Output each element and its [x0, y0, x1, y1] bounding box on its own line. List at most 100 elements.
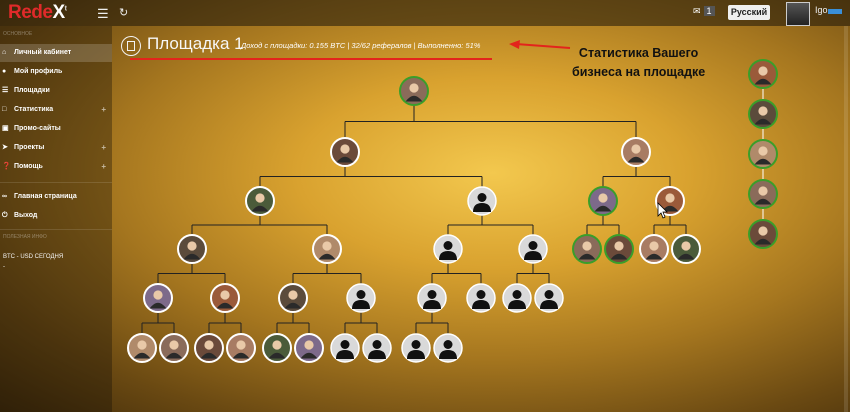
sidebar-item-home-page[interactable]: ∞Главная страница	[0, 188, 112, 206]
tree-node[interactable]	[278, 283, 308, 313]
empty-user-icon	[524, 241, 542, 260]
sidebar-item-projects[interactable]: ➤ Проекты +	[0, 139, 112, 157]
sidebar-divider	[0, 229, 112, 230]
expand-icon[interactable]: +	[101, 105, 106, 114]
user-photo-icon	[200, 340, 218, 359]
user-photo-icon	[183, 241, 201, 260]
sidebar-item-platforms[interactable]: ☰ Площадки	[0, 82, 112, 100]
user-photo-icon	[300, 340, 318, 359]
user-photo-icon	[610, 241, 628, 260]
user-photo-icon	[754, 66, 772, 85]
tree-node[interactable]	[346, 283, 376, 313]
connector	[586, 215, 620, 235]
user-photo-icon	[216, 290, 234, 309]
expand-icon[interactable]: +	[101, 162, 106, 171]
tree-node[interactable]	[671, 234, 701, 264]
connector	[208, 312, 242, 334]
sidebar-item-cabinet[interactable]: ⌂Личный кабинет	[0, 44, 112, 62]
connector	[344, 105, 637, 138]
user-photo-icon	[318, 241, 336, 260]
tree-node[interactable]	[621, 137, 651, 167]
empty-user-icon	[439, 340, 457, 359]
tree-node[interactable]	[518, 234, 548, 264]
tree-node[interactable]	[466, 283, 496, 313]
sidebar-item-help[interactable]: ❓Помощь+	[0, 158, 112, 176]
user-photo-icon	[405, 83, 423, 102]
home-icon: ⌂	[2, 49, 7, 56]
recent-referral-node[interactable]	[748, 179, 778, 209]
sidebar-item-label: Главная страница	[14, 193, 77, 200]
question-icon: ❓	[2, 163, 11, 170]
tree-node[interactable]	[262, 333, 292, 363]
connector	[653, 215, 687, 235]
tree-node[interactable]	[127, 333, 157, 363]
tree-node[interactable]	[433, 333, 463, 363]
tree-node[interactable]	[604, 234, 634, 264]
language-select[interactable]: Русский	[728, 5, 770, 20]
sidebar-item-logout[interactable]: ⏻Выход	[0, 207, 112, 225]
annotation-line-2: бизнеса на площадке	[572, 65, 706, 79]
refresh-icon[interactable]: ↻	[119, 7, 129, 19]
list-icon: ☰	[2, 87, 9, 94]
username[interactable]: Igo	[815, 5, 828, 15]
sidebar-item-promo[interactable]: ▣Промо-сайты	[0, 120, 112, 138]
tree-node[interactable]	[433, 234, 463, 264]
tree-node[interactable]	[312, 234, 342, 264]
tree-node[interactable]	[194, 333, 224, 363]
empty-user-icon	[508, 290, 526, 309]
empty-user-icon	[423, 290, 441, 309]
sidebar-item-profile[interactable]: ●Мой профиль	[0, 63, 112, 81]
tree-node[interactable]	[588, 186, 618, 216]
tree-node[interactable]	[467, 186, 497, 216]
sidebar-item-label: Площадки	[14, 87, 50, 94]
recent-referral-node[interactable]	[748, 59, 778, 89]
logo[interactable]: RedeXt	[8, 2, 67, 23]
recent-referral-node[interactable]	[748, 219, 778, 249]
tree-node[interactable]	[330, 333, 360, 363]
tree-node[interactable]	[294, 333, 324, 363]
tree-node[interactable]	[177, 234, 207, 264]
sidebar-section-caption: ОСНОВНОЕ	[3, 31, 33, 37]
user-photo-icon	[627, 144, 645, 163]
avatar[interactable]	[786, 2, 810, 26]
sidebar-item-statistics[interactable]: □Статистика+	[0, 101, 112, 119]
scrollbar[interactable]	[844, 26, 848, 412]
connector	[431, 263, 482, 284]
user-photo-icon	[594, 193, 612, 212]
tree-node[interactable]	[417, 283, 447, 313]
rocket-icon: ➤	[2, 144, 8, 151]
hamburger-icon[interactable]: ☰	[97, 6, 109, 21]
user-photo-icon	[661, 193, 679, 212]
status-indicator	[828, 9, 842, 14]
messages-button[interactable]: ✉1	[690, 6, 715, 17]
tree-node[interactable]	[226, 333, 256, 363]
tree-node[interactable]	[330, 137, 360, 167]
empty-user-icon	[352, 290, 370, 309]
tree-node[interactable]	[159, 333, 189, 363]
sidebar: ОСНОВНОЕ ⌂Личный кабинет ●Мой профиль ☰ П…	[0, 26, 112, 412]
connector	[157, 263, 226, 284]
tree-node[interactable]	[502, 283, 532, 313]
sidebar-item-label: Проекты	[14, 144, 45, 151]
tree-node[interactable]	[362, 333, 392, 363]
sidebar-item-label: Мой профиль	[14, 68, 63, 75]
recent-referral-node[interactable]	[748, 139, 778, 169]
tree-node[interactable]	[534, 283, 564, 313]
btc-rate-value: -	[3, 264, 5, 270]
tree-node[interactable]	[245, 186, 275, 216]
empty-user-icon	[473, 193, 491, 212]
tree-node[interactable]	[572, 234, 602, 264]
user-photo-icon	[251, 193, 269, 212]
connector	[259, 166, 483, 187]
empty-user-icon	[540, 290, 558, 309]
recent-referral-node[interactable]	[748, 99, 778, 129]
tree-node[interactable]	[399, 76, 429, 106]
tree-node[interactable]	[143, 283, 173, 313]
expand-icon[interactable]: +	[101, 143, 106, 152]
tree-node[interactable]	[401, 333, 431, 363]
top-bar: RedeXt ☰ ↻ ✉1 Русский Igo	[0, 0, 850, 26]
tree-node[interactable]	[210, 283, 240, 313]
tree-node[interactable]	[639, 234, 669, 264]
empty-user-icon	[407, 340, 425, 359]
connector	[344, 312, 378, 334]
